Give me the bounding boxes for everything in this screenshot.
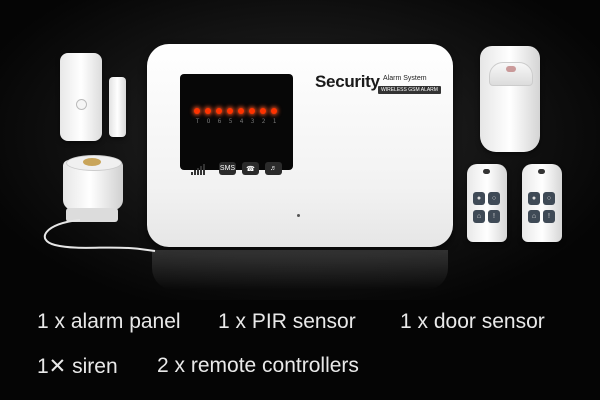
speaker-icon: ♬: [265, 162, 282, 175]
siren-speaker: [83, 158, 101, 166]
panel-reflection: [152, 250, 448, 290]
sos-icon: !: [488, 210, 500, 223]
door-sensor-main: [60, 53, 102, 141]
zone-led: [238, 108, 244, 114]
zone-label: 4: [239, 118, 244, 125]
unlock-icon: ○: [488, 192, 500, 205]
door-sensor-led: [76, 99, 87, 110]
panel-display: T O 6 5 4 3 2 1: [180, 74, 293, 170]
home-icon: ⌂: [473, 210, 485, 223]
unlock-icon: ○: [543, 192, 555, 205]
zone-label: 1: [272, 118, 277, 125]
keyring-hole: [483, 169, 490, 174]
alarm-panel: T O 6 5 4 3 2 1 Security Alarm System WI…: [147, 44, 453, 247]
zone-led: [271, 108, 277, 114]
zone-label: 3: [250, 118, 255, 125]
zone-leds: [194, 108, 277, 114]
zone-led: [260, 108, 266, 114]
zone-led: [249, 108, 255, 114]
keyring-hole: [538, 169, 545, 174]
zone-led-labels: T O 6 5 4 3 2 1: [194, 118, 278, 125]
panel-status-icons: SMS ☎ ♬: [191, 162, 282, 175]
zone-label: 2: [261, 118, 266, 125]
panel-brand: Security: [315, 72, 380, 91]
door-sensor-magnet: [109, 77, 126, 137]
caption-pir-sensor: 1 x PIR sensor: [218, 310, 356, 333]
remote-controller: ● ○ ⌂ !: [467, 164, 507, 242]
sos-icon: !: [543, 210, 555, 223]
home-icon: ⌂: [528, 210, 540, 223]
pir-sensor: [480, 46, 540, 152]
zone-label: 5: [228, 118, 233, 125]
sms-icon: SMS: [219, 162, 236, 175]
zone-led: [216, 108, 222, 114]
caption-remote-controllers: 2 x remote controllers: [157, 354, 359, 377]
zone-led: [227, 108, 233, 114]
zone-label: 6: [217, 118, 222, 125]
panel-subtitle: Alarm System: [383, 75, 427, 82]
remote-controller: ● ○ ⌂ !: [522, 164, 562, 242]
siren-base: [66, 208, 118, 222]
caption-door-sensor: 1 x door sensor: [400, 310, 545, 333]
pir-lens: [489, 62, 533, 86]
caption-siren: 1✕ siren: [37, 355, 118, 378]
zone-led: [194, 108, 200, 114]
panel-badge: WIRELESS GSM ALARM: [378, 86, 441, 94]
signal-icon: [191, 163, 213, 175]
lock-icon: ●: [473, 192, 485, 205]
lock-icon: ●: [528, 192, 540, 205]
siren-cable: [43, 219, 156, 252]
zone-led: [205, 108, 211, 114]
caption-alarm-panel: 1 x alarm panel: [37, 310, 181, 333]
microphone-hole: [297, 214, 300, 217]
zone-label: O: [206, 118, 211, 125]
phone-icon: ☎: [242, 162, 259, 175]
zone-label: T: [195, 118, 200, 125]
